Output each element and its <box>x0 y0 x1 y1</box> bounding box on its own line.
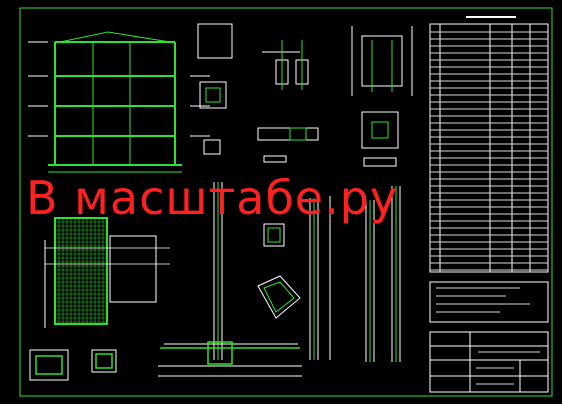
column-elevations <box>213 182 401 362</box>
building-elevation <box>48 31 182 173</box>
foundation-section <box>29 343 302 381</box>
title-block <box>429 281 549 393</box>
detail-blocks <box>197 23 413 167</box>
foundation-accents <box>35 341 300 375</box>
specification-table <box>429 23 549 273</box>
grid-plan <box>44 217 170 328</box>
column-reinforcement <box>217 182 397 362</box>
elevation-text-marks <box>28 41 210 137</box>
sheet-frame <box>19 7 553 397</box>
detail-accents <box>205 40 393 141</box>
grid-lines <box>55 218 107 324</box>
table-rows <box>430 31 548 271</box>
title-block-text-lines <box>436 287 540 385</box>
